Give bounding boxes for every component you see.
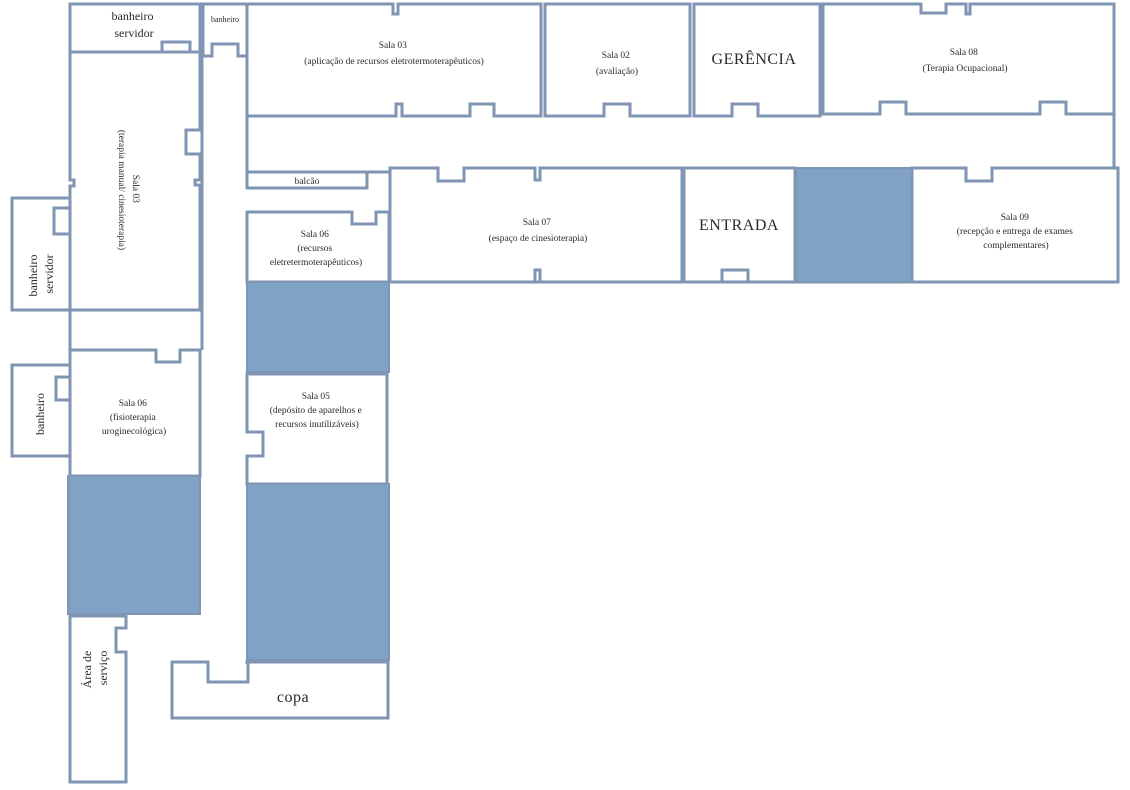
label-line: banheiro xyxy=(33,393,47,435)
label-line: balcão xyxy=(295,177,320,187)
label-line: banheiro xyxy=(26,255,40,297)
svg-text:banheiro: banheiro xyxy=(211,15,239,24)
label-line: (espaço de cinesioterapia) xyxy=(489,233,588,244)
svg-text:Sala 06 (recursos: Sala 06 (recursos eletretermoterapêutico… xyxy=(270,230,362,268)
label-line: (depósito de aparelhos e xyxy=(270,405,362,416)
svg-text:Sala 03 (aplicação de re: Sala 03 (aplicação de recursos eletroter… xyxy=(304,41,484,67)
label-line: (fisioterapia xyxy=(110,412,157,423)
blocked-area xyxy=(67,475,201,615)
blocked-area xyxy=(246,281,390,373)
svg-text:Área de serviço: Área de serviço xyxy=(80,648,110,689)
label-line: servidor xyxy=(114,26,153,40)
label-line: eletretermoterapêuticos) xyxy=(270,257,362,268)
label-line: GERÊNCIA xyxy=(712,49,797,68)
label-line: Sala 07 xyxy=(523,218,551,228)
label-line: (aplicação de recursos eletrotermoterapê… xyxy=(304,56,484,67)
label-line: copa xyxy=(277,689,309,706)
label-line: (terapia manual/ cinesioterapia) xyxy=(116,130,127,250)
room-sala09: Sala 09 (recepção e entrega de exames co… xyxy=(910,166,1120,284)
label-line: ENTRADA xyxy=(699,217,779,234)
label-line: banheiro xyxy=(112,9,154,23)
label-line: serviço xyxy=(96,651,110,686)
corridor-walls xyxy=(68,56,1118,664)
svg-text:banheiro servidor: banheiro servidor xyxy=(26,252,56,297)
blocked-area xyxy=(795,167,913,283)
label-line: Área de xyxy=(80,651,94,689)
room-sala05: Sala 05 (depósito de aparelhos e recurso… xyxy=(245,372,389,486)
svg-text:ENTRADA: ENTRADA xyxy=(699,217,779,234)
blocked-area xyxy=(246,483,390,661)
label-line: Sala 06 xyxy=(301,230,329,240)
label-line: recursos inutilizáveis) xyxy=(275,419,359,430)
room-banheiro-servidor-top: banheiro servidor xyxy=(68,2,202,54)
svg-text:Sala 03 (terapia manual/: Sala 03 (terapia manual/ cinesioterapia) xyxy=(116,130,140,250)
svg-text:copa: copa xyxy=(277,689,309,706)
label-line: banheiro xyxy=(211,15,239,24)
label-line: Sala 02 xyxy=(602,51,630,61)
room-sala06-fisio: Sala 06 (fisioterapia uroginecológica) xyxy=(68,348,202,478)
room-banheiro-left: banheiro xyxy=(10,363,72,458)
label-line: (recepção e entrega de exames xyxy=(957,226,1073,237)
svg-text:Sala 07 (espaço de cines: Sala 07 (espaço de cinesioterapia) xyxy=(489,218,588,244)
svg-text:Sala 09 (recepção e entr: Sala 09 (recepção e entrega de exames co… xyxy=(957,213,1075,251)
svg-text:banheiro: banheiro xyxy=(33,393,47,435)
room-sala02: Sala 02 (avaliação) xyxy=(543,2,692,118)
room-sala07: Sala 07 (espaço de cinesioterapia) xyxy=(388,166,684,284)
svg-text:Sala 05 (depósito de apa: Sala 05 (depósito de aparelhos e recurso… xyxy=(270,392,364,430)
svg-text:Sala 08 (Terapia Ocupaci: Sala 08 (Terapia Ocupacional) xyxy=(922,48,1007,74)
room-sala08: Sala 08 (Terapia Ocupacional) xyxy=(821,2,1116,116)
room-entrada: ENTRADA xyxy=(682,166,797,284)
room-balcao: balcão xyxy=(245,170,369,190)
label-line: Sala 09 xyxy=(1001,213,1029,223)
label-line: Sala 05 xyxy=(302,392,330,402)
room-sala03-aplicacao: Sala 03 (aplicação de recursos eletroter… xyxy=(245,2,543,118)
label-line: Sala 08 xyxy=(950,48,978,58)
room-area-servico: Área de serviço xyxy=(68,614,128,784)
label-line: uroginecológica) xyxy=(102,426,166,437)
svg-text:Sala 02 (avaliação): Sala 02 (avaliação) xyxy=(596,51,638,77)
label-line: (recursos xyxy=(297,243,332,254)
room-gerencia: GERÊNCIA xyxy=(692,2,822,118)
label-line: complementares) xyxy=(983,240,1048,251)
room-banheiro-servidor-left: banheiro servidor xyxy=(10,196,72,312)
label-line: servidor xyxy=(42,254,56,293)
label-line: (avaliação) xyxy=(596,66,638,77)
svg-text:Sala 06 (fisioterapia: Sala 06 (fisioterapia uroginecológica) xyxy=(102,399,166,437)
svg-text:banheiro servidor: banheiro servidor xyxy=(112,9,157,40)
label-line: Sala 03 xyxy=(379,41,407,51)
svg-text:balcão: balcão xyxy=(295,177,320,187)
room-banheiro-small: banheiro xyxy=(201,2,249,58)
label-line: (Terapia Ocupacional) xyxy=(922,63,1007,74)
room-sala03-terapia: Sala 03 (terapia manual/ cinesioterapia) xyxy=(68,50,202,312)
label-line: Sala 03 xyxy=(130,175,140,203)
label-line: Sala 06 xyxy=(119,399,147,409)
room-copa: copa xyxy=(170,660,390,720)
svg-text:GERÊNCIA: GERÊNCIA xyxy=(712,49,797,68)
room-sala06-recursos: Sala 06 (recursos eletretermoterapêutico… xyxy=(245,210,391,284)
